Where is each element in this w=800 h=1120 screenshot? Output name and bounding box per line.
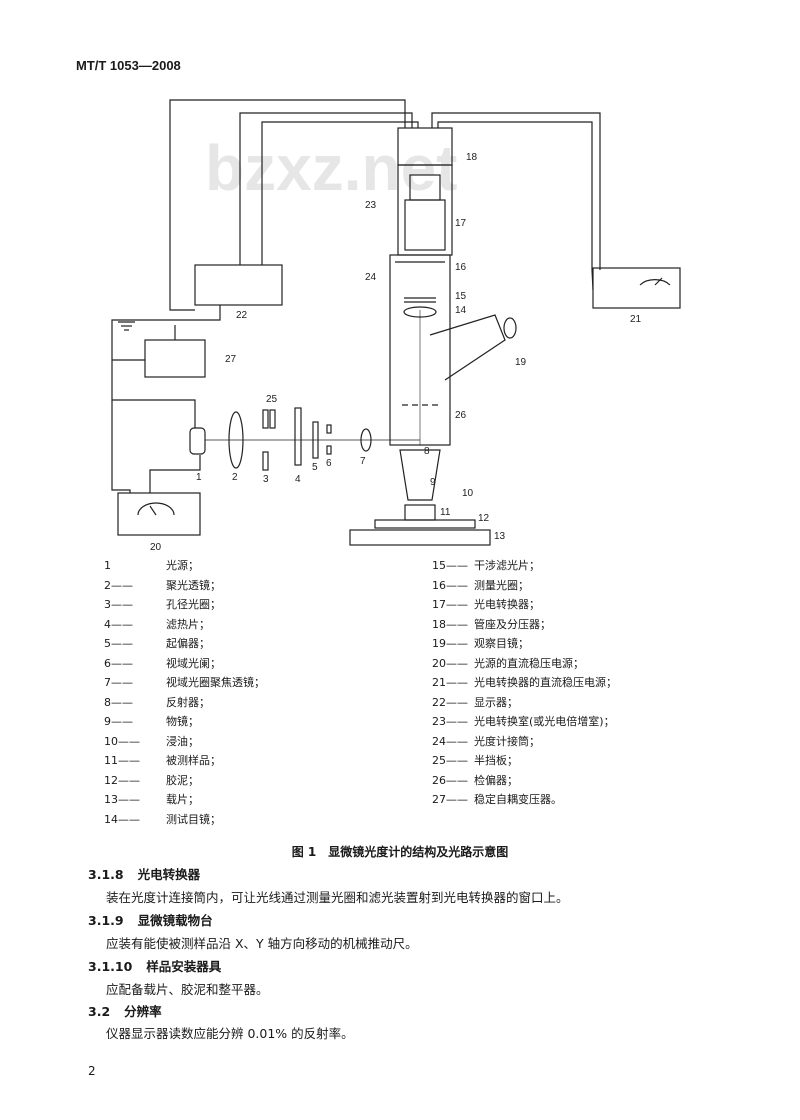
legend-right: 15——干涉滤光片； 16——测量光圈； 17——光电转换器； 18——管座及分…: [432, 556, 617, 810]
display-22: [194, 264, 283, 306]
legend-item: 12——胶泥；: [104, 773, 199, 787]
callout: 20: [150, 542, 162, 553]
legend-item: 9——物镜；: [104, 715, 199, 728]
callout: 13: [494, 531, 506, 542]
callout: 24: [365, 272, 377, 283]
polarizer-5: [312, 421, 319, 459]
paragraph: 应配备载片、胶泥和整平器。: [106, 982, 269, 997]
photo-converter-17: [404, 199, 446, 251]
callout: 22: [236, 310, 248, 321]
legend-item: 19——观察目镜；: [432, 637, 529, 650]
condenser-lens-2: [228, 411, 244, 469]
legend-item: 14——测试目镜；: [104, 812, 221, 826]
callout: 27: [225, 354, 237, 365]
callout: 23: [365, 200, 377, 211]
callout: 25: [266, 394, 278, 405]
transformer-27: [144, 339, 206, 378]
callout: 4: [295, 474, 301, 485]
stage: [374, 519, 476, 529]
meter-21: [592, 267, 681, 309]
callout: 1: [196, 472, 202, 483]
callout: 19: [515, 357, 527, 368]
callout: 9: [430, 477, 436, 488]
callout: 11: [440, 507, 451, 518]
objective-9: [399, 449, 441, 501]
heat-filter-4: [294, 407, 302, 466]
legend-item: 26——检偏器；: [432, 773, 518, 787]
paragraph: 应装有能使被测样品沿 X、Y 轴方向移动的机械推动尺。: [106, 936, 418, 951]
callout: 17: [455, 218, 467, 229]
legend-item: 4——滤热片；: [104, 617, 210, 631]
legend-item: 2——聚光透镜；: [104, 578, 221, 592]
callout: 18: [466, 152, 478, 163]
callout: 6: [326, 458, 332, 469]
microscope-photometer-diagram: bzxz.net 1 2 3 4 5: [111, 99, 681, 553]
legend-item: 13——载片；: [104, 793, 199, 806]
legend-item: 6——视域光阑；: [104, 656, 221, 670]
legend-item: 25——半挡板；: [432, 754, 518, 767]
legend-item: 10——浸油；: [104, 734, 199, 748]
page-number: 2: [88, 1064, 96, 1078]
wires: [111, 99, 601, 493]
legend-item: 24——光度计接筒；: [432, 734, 540, 748]
legend-item: 17——光电转换器；: [432, 598, 540, 611]
callout: 7: [360, 456, 366, 467]
callout: 14: [455, 305, 467, 316]
legend-item: 7——视域光圈聚焦透镜；: [104, 676, 265, 689]
callout: 21: [630, 314, 642, 325]
meter-20: [117, 492, 201, 536]
legend-item: 11——被测样品；: [104, 754, 221, 767]
callout: 16: [455, 262, 467, 273]
field-lens-7: [360, 428, 372, 452]
legend-item: 3——孔径光圈；: [104, 598, 221, 611]
callout: 10: [462, 488, 474, 499]
standard-number: MT/T 1053—2008: [76, 58, 181, 73]
callout: 12: [478, 513, 490, 524]
legend-item: 20——光源的直流稳压电源；: [432, 656, 584, 670]
callout: 2: [232, 472, 238, 483]
callout: 8: [424, 446, 430, 457]
legend-item: 16——测量光圈；: [432, 578, 529, 592]
legend-item: 21——光电转换器的直流稳压电源；: [432, 676, 617, 689]
callout: 3: [263, 474, 269, 485]
paragraph: 装在光度计连接筒内，可让光线通过测量光圈和滤光装置射到光电转换器的窗口上。: [106, 890, 569, 905]
legend-item: 5——起偏器；: [104, 637, 210, 650]
legend-item: 27——稳定自耦变压器。: [432, 793, 562, 806]
legend-item: 23——光电转换室(或光电倍增室)；: [432, 715, 615, 728]
legend-item: 15——干涉滤光片；: [432, 559, 540, 572]
legend-item: 22——显示器；: [432, 695, 518, 709]
watermark: bzxz.net: [205, 132, 457, 204]
legend-item: 18——管座及分压器；: [432, 617, 551, 631]
paragraph: 仪器显示器读数应能分辨 0.01% 的反射率。: [106, 1026, 354, 1041]
light-source-1: [189, 427, 206, 455]
callout: 5: [312, 462, 318, 473]
callout: 15: [455, 291, 467, 302]
legend-item: 8——反射器；: [104, 695, 210, 709]
eyepiece-19: [503, 317, 517, 339]
figure-caption: 图 1 显微镜光度计的结构及光路示意图: [291, 845, 509, 859]
callout: 26: [455, 410, 467, 421]
